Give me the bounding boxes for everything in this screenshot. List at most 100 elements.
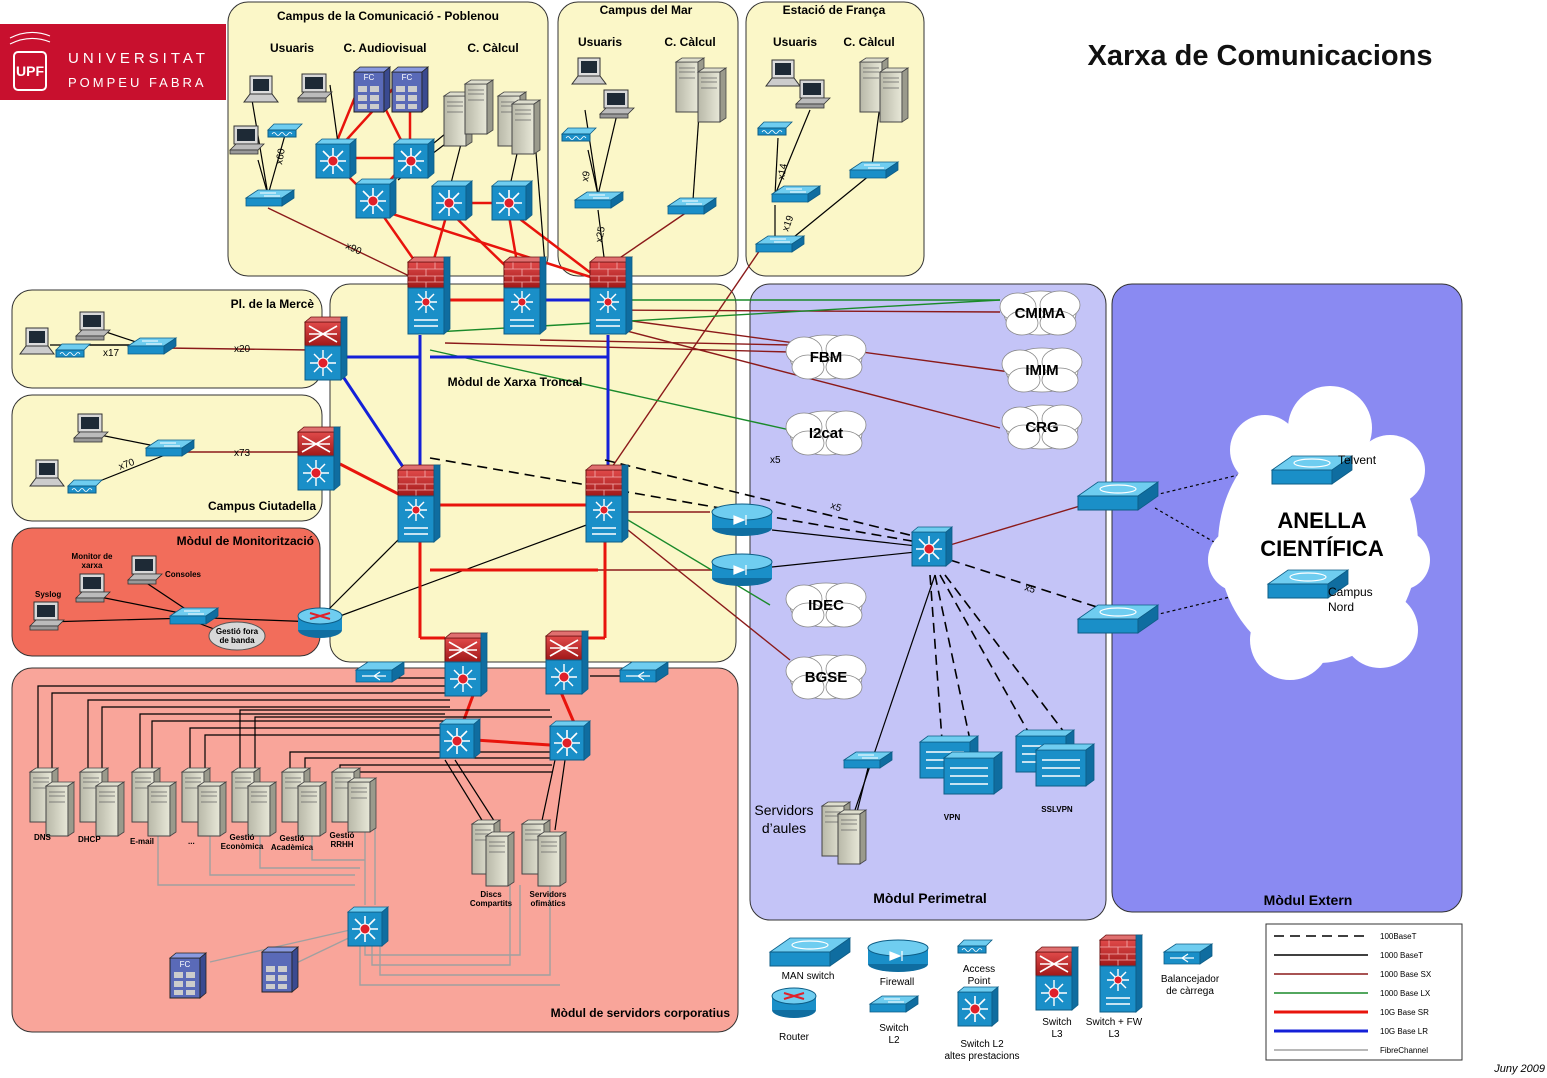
switch-l2-hp-icon (491, 180, 533, 221)
page-title: Xarxa de Comunicacions (1088, 40, 1433, 72)
server-icon (347, 777, 377, 833)
x25-label: x25 (594, 225, 608, 243)
mar-calcul: C. Càlcul (664, 35, 715, 49)
corporate-devices: FC (29, 630, 591, 999)
switch-l2-hp-icon (957, 986, 999, 1027)
server-icon (197, 781, 227, 837)
upf-logo: UPF UNIVERSITAT POMPEU FABRA (0, 24, 226, 100)
franca-usuaris: Usuaris (773, 35, 817, 49)
load-balancer-icon (619, 661, 669, 683)
fc-label: FC (364, 73, 375, 82)
syslog-label: Syslog (35, 590, 61, 599)
x5-label: x5 (1023, 582, 1037, 596)
router-icon (771, 987, 817, 1019)
logo-mark: UPF (16, 63, 44, 79)
access-point-icon (957, 939, 993, 954)
vpn-icon (943, 751, 1003, 795)
poblenou-calcul: C. Càlcul (467, 41, 518, 55)
date-label: Juny 2009 (1493, 1063, 1545, 1075)
switch-l2-hp-icon (439, 718, 481, 759)
legend-line-label: 100BaseT (1380, 932, 1417, 941)
legend-line-label: FibreChannel (1380, 1046, 1428, 1055)
switch-l3-icon (545, 630, 589, 695)
server-icon (697, 67, 727, 123)
switch-fw-l3-icon (397, 464, 441, 543)
switch-l2-hp-icon (393, 138, 435, 179)
x73-label: x73 (234, 448, 251, 459)
switch-l2-hp-icon (549, 720, 591, 761)
cloud-bgse: BGSE (785, 654, 867, 700)
x70-label: x70 (117, 457, 136, 473)
mar-title: Campus del Mar (600, 3, 693, 17)
cloud-i2cat: I2cat (785, 410, 867, 456)
switch-fw-l3-icon (1099, 934, 1143, 1013)
sslvpn-icon (1035, 743, 1095, 787)
server-icon (45, 781, 75, 837)
fc-label: FC (402, 73, 413, 82)
x17-label: x17 (103, 348, 120, 359)
switch-l2-icon (869, 995, 919, 1013)
telvent-label: Telvent (1338, 453, 1377, 467)
x5-label: x5 (829, 500, 843, 514)
man-switch-icon (769, 937, 851, 967)
router-icon (297, 607, 343, 639)
cloud-label: FBM (810, 349, 843, 366)
cloud-label: CRG (1025, 419, 1058, 436)
monitor-title: Mòdul de Monitorització (177, 534, 314, 548)
troncal-title: Mòdul de Xarxa Troncal (448, 375, 583, 389)
sslvpn-label: SSLVPN (1041, 805, 1073, 814)
cloud-icon (208, 621, 266, 651)
server-icon (511, 99, 541, 155)
poblenou-title: Campus de la Comunicació - Poblenou (277, 9, 499, 23)
poblenou-audiovisual: C. Audiovisual (344, 41, 427, 55)
firewall-icon (711, 553, 773, 587)
cloud-idec: IDEC (785, 582, 867, 628)
anella-cloud (1208, 386, 1430, 680)
x60-label: x60 (274, 147, 288, 165)
load-balancer-icon (355, 661, 405, 683)
links (37, 69, 1281, 986)
corporate-title: Mòdul de servidors corporatius (551, 1006, 731, 1020)
server-icon (837, 809, 867, 865)
merce-title: Pl. de la Mercè (231, 297, 315, 311)
load-balancer-icon (1163, 943, 1213, 965)
franca-title: Estació de França (783, 3, 886, 17)
legend-line-label: 1000 Base LX (1380, 989, 1431, 998)
legend-router: Router (779, 1032, 810, 1043)
x14-label: x14 (776, 162, 790, 180)
server-label-dhcp: DHCP (78, 835, 101, 844)
cloud-cmima: CMIMA (999, 290, 1081, 336)
switch-l2-hp-icon (347, 906, 389, 947)
cloud-label: I2cat (809, 425, 843, 442)
switch-l3-icon (297, 426, 341, 491)
switch-fw-l3-icon (589, 256, 633, 335)
firewall-icon (711, 503, 773, 537)
consoles-label: Consoles (165, 570, 202, 579)
cloud-label: IMIM (1025, 362, 1058, 379)
mar-usuaris: Usuaris (578, 35, 622, 49)
server-icon (879, 67, 909, 123)
cloud-fbm: FBM (785, 334, 867, 380)
server-label-more: ... (188, 837, 195, 846)
perimetral-title: Mòdul Perimetral (873, 890, 987, 906)
zone-troncal (329, 283, 737, 663)
mar-devices: x9 x25 (561, 57, 727, 244)
server-icon (297, 781, 327, 837)
legend-line-label: 10G Base SR (1380, 1008, 1429, 1017)
poblenou-usuaris: Usuaris (270, 41, 314, 55)
